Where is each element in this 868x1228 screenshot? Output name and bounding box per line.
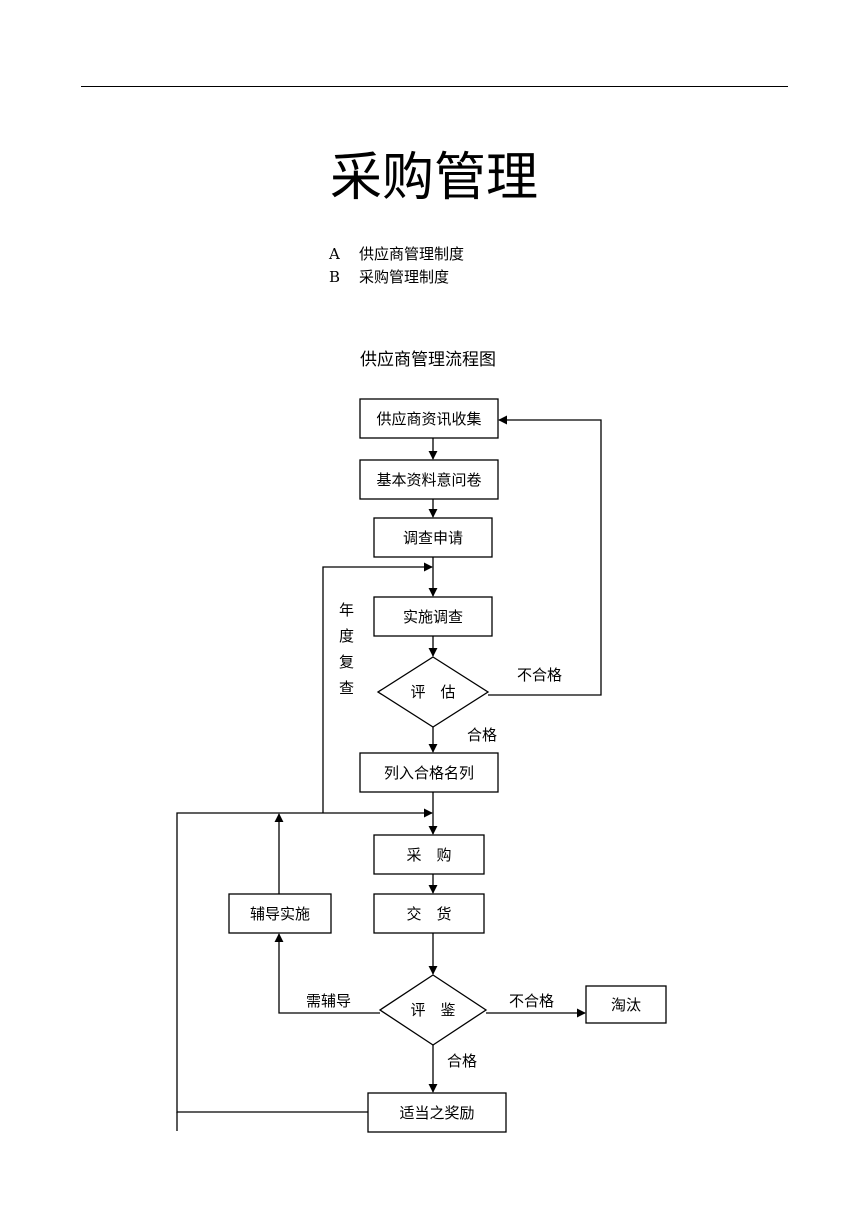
- toc-label: 供应商管理制度: [359, 245, 465, 263]
- node-coaching-box: [228, 893, 332, 934]
- edge-evaluate-fail-loop: [488, 415, 602, 696]
- page-title: 采购管理: [329, 148, 538, 208]
- node-eliminate-label: 淘汰: [611, 996, 641, 1014]
- node-assess-label: 评 鉴: [410, 1001, 455, 1019]
- annual-review-char: 查: [339, 679, 354, 697]
- edge-label-assess-pass: 合格: [447, 1052, 477, 1070]
- node-purchase-box: [373, 834, 485, 875]
- edge-label-assess-fail: 不合格: [509, 992, 554, 1010]
- edge-label-evaluate-fail: 不合格: [517, 666, 562, 684]
- node-reward-label: 适当之奖励: [399, 1104, 474, 1122]
- annual-review-char: 度: [339, 627, 354, 645]
- annual-review-char: 复: [339, 653, 354, 671]
- toc-item: B 采购管理制度: [329, 266, 464, 289]
- node-qualified-list-box: [359, 752, 499, 793]
- node-evaluate-label: 评 估: [410, 683, 455, 701]
- edge-annual-review-loop: [322, 562, 433, 813]
- node-apply-label: 调查申请: [403, 529, 463, 547]
- node-delivery-label: 交 货: [406, 905, 451, 923]
- node-delivery-box: [373, 893, 485, 934]
- edge-reward-loop: [176, 808, 433, 1113]
- node-questionnaire-box: [359, 459, 499, 500]
- toc-letter: A: [329, 245, 340, 263]
- table-of-contents: A 供应商管理制度 B 采购管理制度: [329, 243, 464, 289]
- node-collect-box: [359, 398, 499, 439]
- toc-label: 采购管理制度: [359, 268, 450, 286]
- header-rule: [81, 86, 788, 87]
- node-questionnaire-label: 基本资料意问卷: [376, 471, 481, 489]
- flowchart-title: 供应商管理流程图: [360, 350, 496, 370]
- edge-label-assess-coach: 需辅导: [306, 992, 351, 1010]
- annual-review-char: 年: [339, 601, 354, 619]
- edge-label-evaluate-pass: 合格: [467, 726, 497, 744]
- node-collect-label: 供应商资讯收集: [376, 410, 481, 428]
- node-coaching-label: 辅导实施: [250, 905, 310, 923]
- node-qualified-list-label: 列入合格名列: [384, 764, 474, 782]
- node-eliminate-box: [585, 985, 667, 1024]
- node-purchase-label: 采 购: [406, 846, 451, 864]
- edge-assess-coaching: [274, 933, 380, 1014]
- toc-item: A 供应商管理制度: [329, 243, 464, 266]
- toc-letter: B: [329, 268, 341, 286]
- node-implement-label: 实施调查: [403, 608, 463, 626]
